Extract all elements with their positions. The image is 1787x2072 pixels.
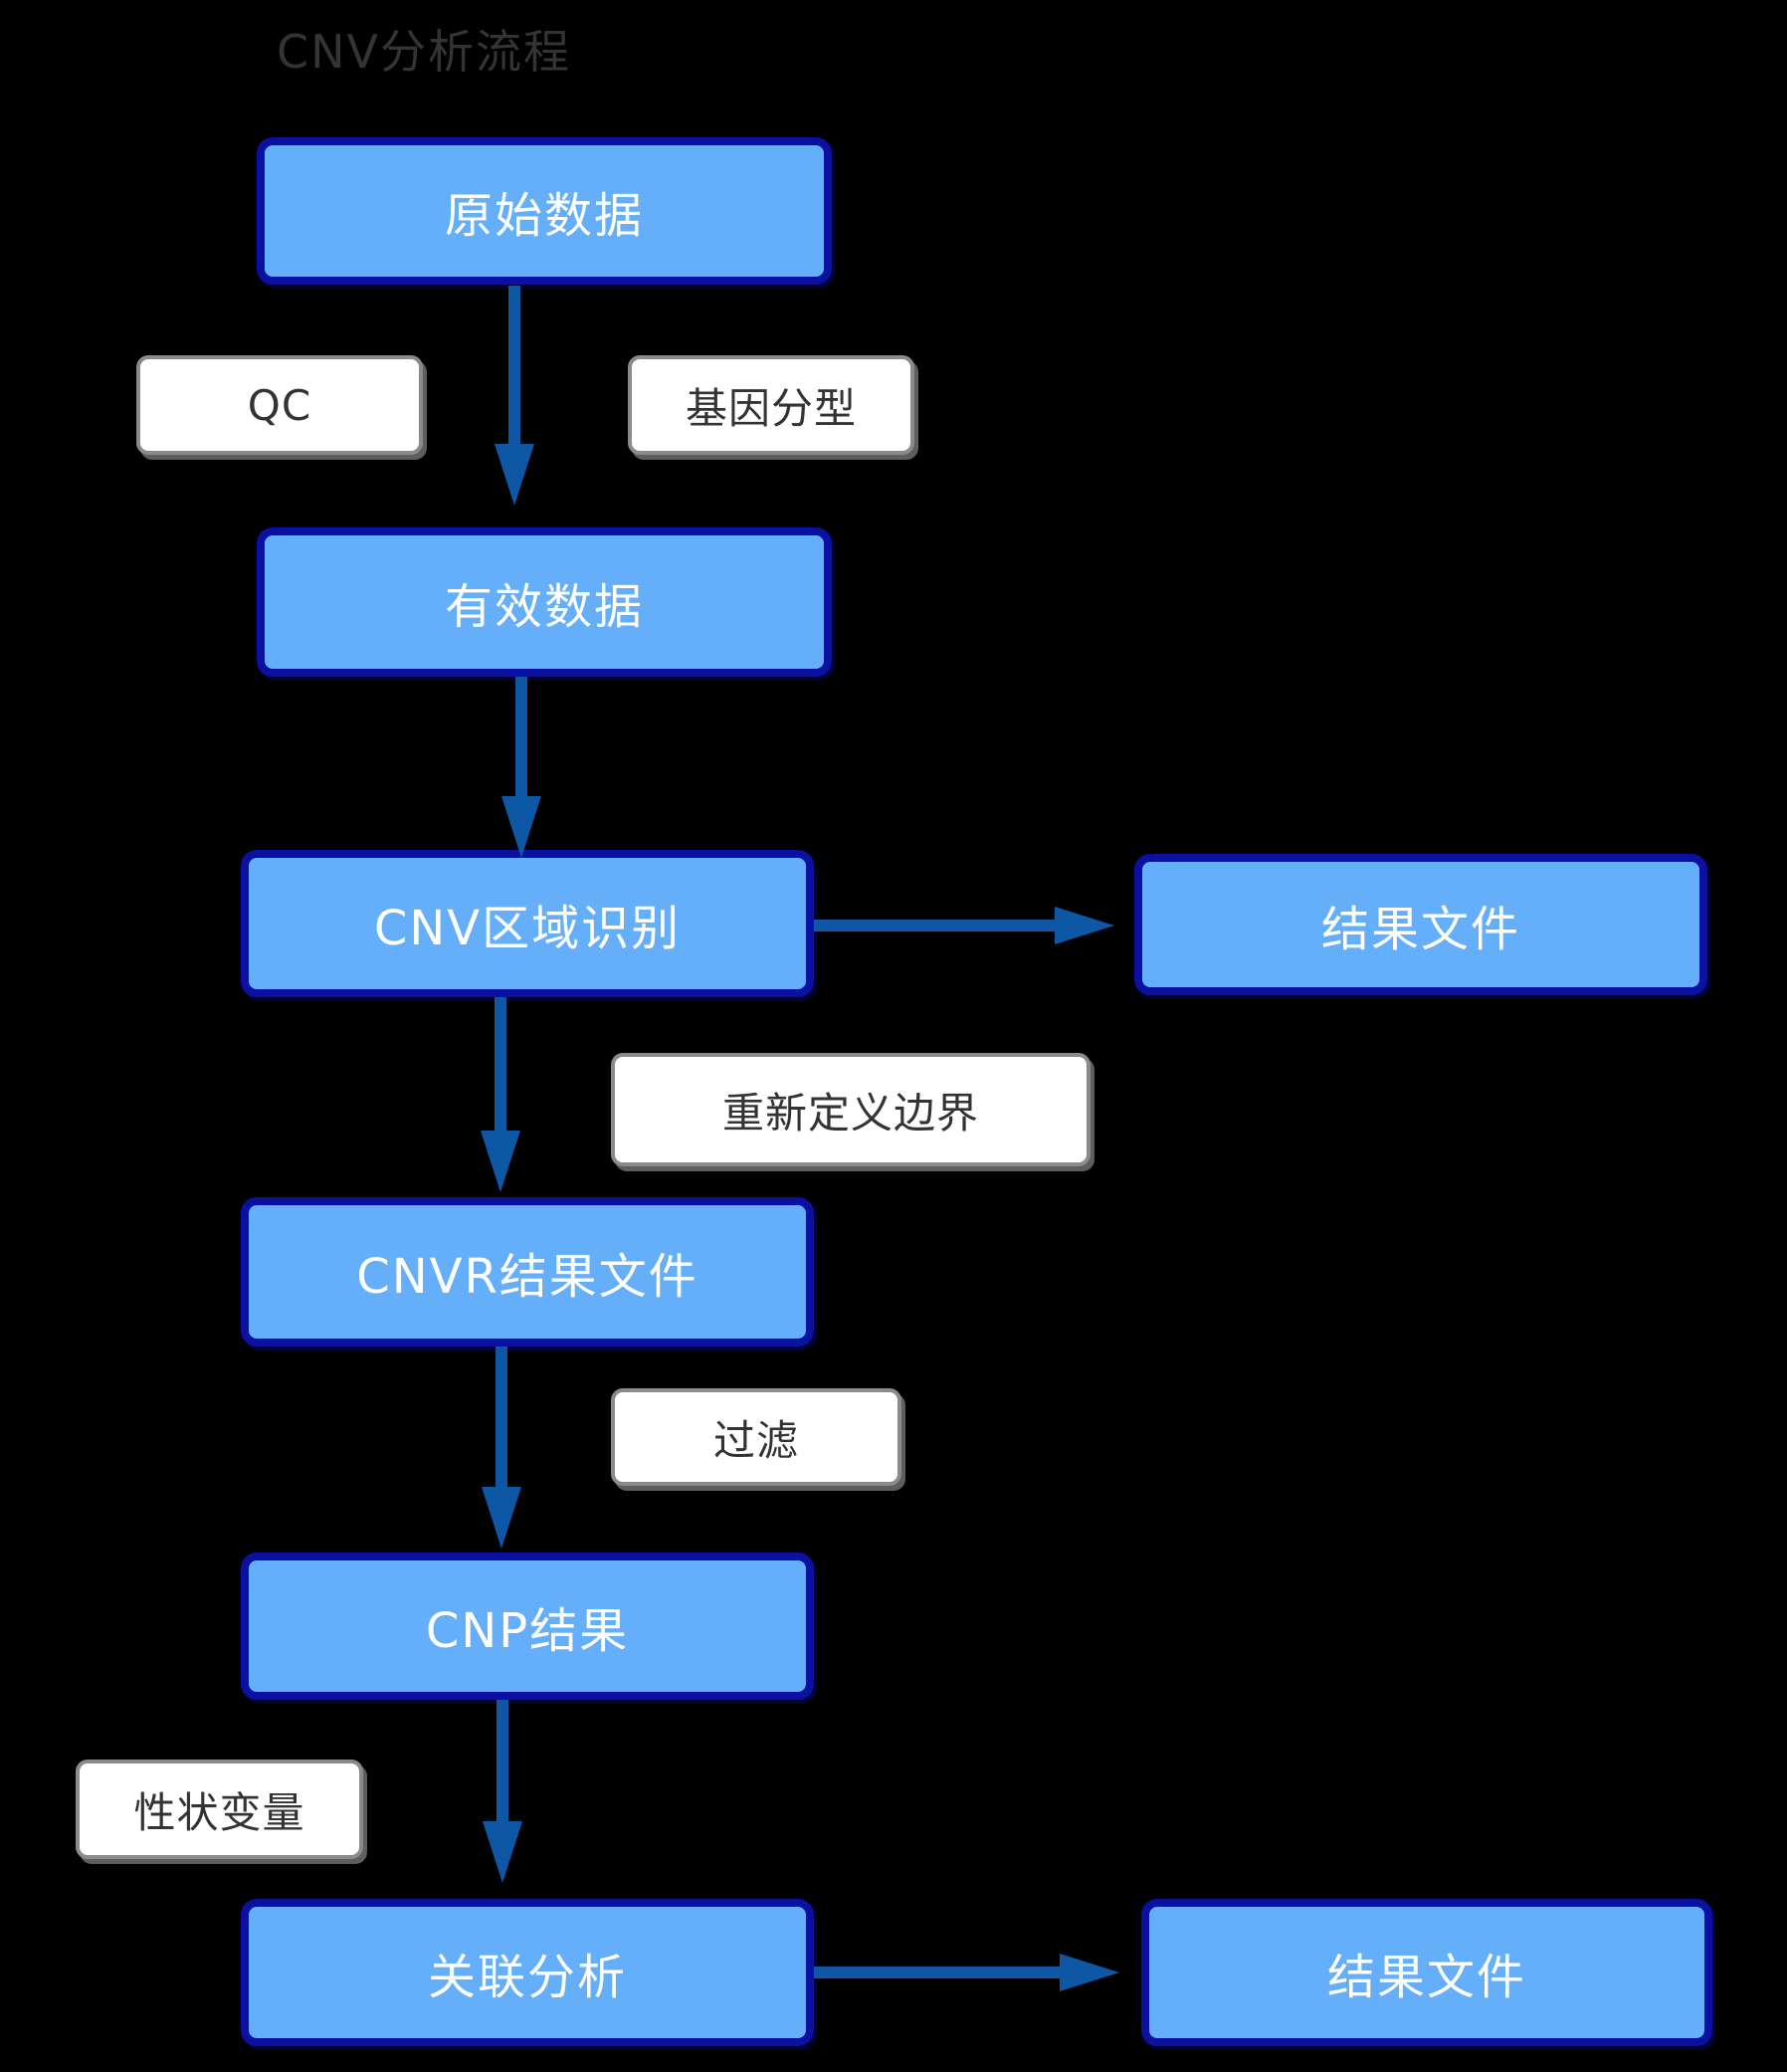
- node-cnv-region: CNV区域识别: [241, 850, 814, 997]
- arrow-down-icon: [482, 1487, 521, 1549]
- arrow-right-icon: [1060, 1954, 1119, 1991]
- arrow-down-icon: [481, 1131, 520, 1192]
- label-redefine-boundary-text: 重新定义边界: [721, 1088, 979, 1138]
- node-result-file-top-label: 结果文件: [1320, 902, 1520, 957]
- arrow-down-icon: [495, 444, 534, 506]
- node-raw-data-label: 原始数据: [444, 188, 644, 244]
- diagram-title: CNV分析流程: [277, 25, 571, 79]
- node-valid-data: 有效数据: [257, 527, 832, 677]
- arrow-shaft: [814, 1967, 1062, 1978]
- label-filter: 过滤: [611, 1388, 901, 1486]
- node-valid-data-label: 有效数据: [444, 579, 644, 635]
- node-cnvr-file: CNVR结果文件: [241, 1197, 814, 1347]
- node-cnvr-file-label: CNVR结果文件: [356, 1249, 698, 1305]
- arrow-shaft: [496, 1700, 508, 1821]
- label-filter-text: 过滤: [712, 1415, 799, 1465]
- label-qc-text: QC: [247, 380, 312, 430]
- arrow-shaft: [508, 286, 520, 444]
- arrow-shaft: [496, 1347, 507, 1487]
- arrow-shaft: [515, 677, 527, 796]
- arrow-right-icon: [1055, 907, 1114, 944]
- node-result-file-top: 结果文件: [1134, 854, 1707, 995]
- label-genotyping-text: 基因分型: [685, 383, 857, 433]
- node-cnp-result-label: CNP结果: [425, 1603, 630, 1659]
- arrow-shaft: [495, 997, 506, 1131]
- node-raw-data: 原始数据: [257, 137, 832, 285]
- node-result-file-bottom-label: 结果文件: [1326, 1950, 1526, 2005]
- arrow-down-icon: [483, 1821, 522, 1883]
- arrow-shaft: [814, 920, 1055, 932]
- node-assoc-analysis: 关联分析: [241, 1899, 814, 2046]
- arrow-down-icon: [501, 796, 541, 858]
- node-assoc-analysis-label: 关联分析: [427, 1950, 627, 2005]
- label-trait-variable-text: 性状变量: [133, 1787, 305, 1837]
- node-result-file-bottom: 结果文件: [1141, 1899, 1712, 2046]
- label-qc: QC: [136, 355, 423, 455]
- label-redefine-boundary: 重新定义边界: [611, 1053, 1091, 1166]
- node-cnp-result: CNP结果: [241, 1553, 814, 1700]
- node-cnv-region-label: CNV区域识别: [373, 901, 682, 956]
- label-trait-variable: 性状变量: [76, 1760, 363, 1859]
- label-genotyping: 基因分型: [628, 355, 914, 455]
